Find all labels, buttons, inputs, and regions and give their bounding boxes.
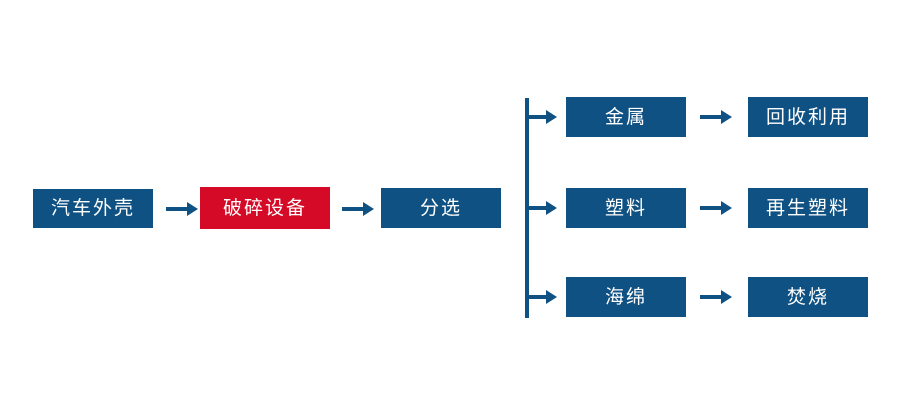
arrow-bus-to-sponge	[527, 287, 557, 307]
node-material-sponge[interactable]: 海绵	[566, 277, 686, 317]
arrow-sponge-to-incineration	[700, 287, 732, 307]
arrow-bus-to-metal	[527, 107, 557, 127]
node-shredding-equipment[interactable]: 破碎设备	[200, 187, 330, 229]
node-destination-incineration[interactable]: 焚烧	[748, 277, 868, 317]
arrow-plastic-to-regenerated-plastic	[700, 198, 732, 218]
node-material-metal[interactable]: 金属	[566, 97, 686, 137]
node-destination-recycling[interactable]: 回收利用	[748, 97, 868, 137]
arrow-bus-to-plastic	[527, 198, 557, 218]
node-car-shell[interactable]: 汽车外壳	[33, 189, 153, 228]
node-sorting[interactable]: 分选	[381, 188, 501, 228]
arrow-shredder-to-sorting	[342, 199, 374, 219]
arrow-shell-to-shredder	[166, 199, 198, 219]
arrow-metal-to-recycling	[700, 107, 732, 127]
node-material-plastic[interactable]: 塑料	[566, 188, 686, 228]
node-destination-regenerated-plastic[interactable]: 再生塑料	[748, 188, 868, 228]
